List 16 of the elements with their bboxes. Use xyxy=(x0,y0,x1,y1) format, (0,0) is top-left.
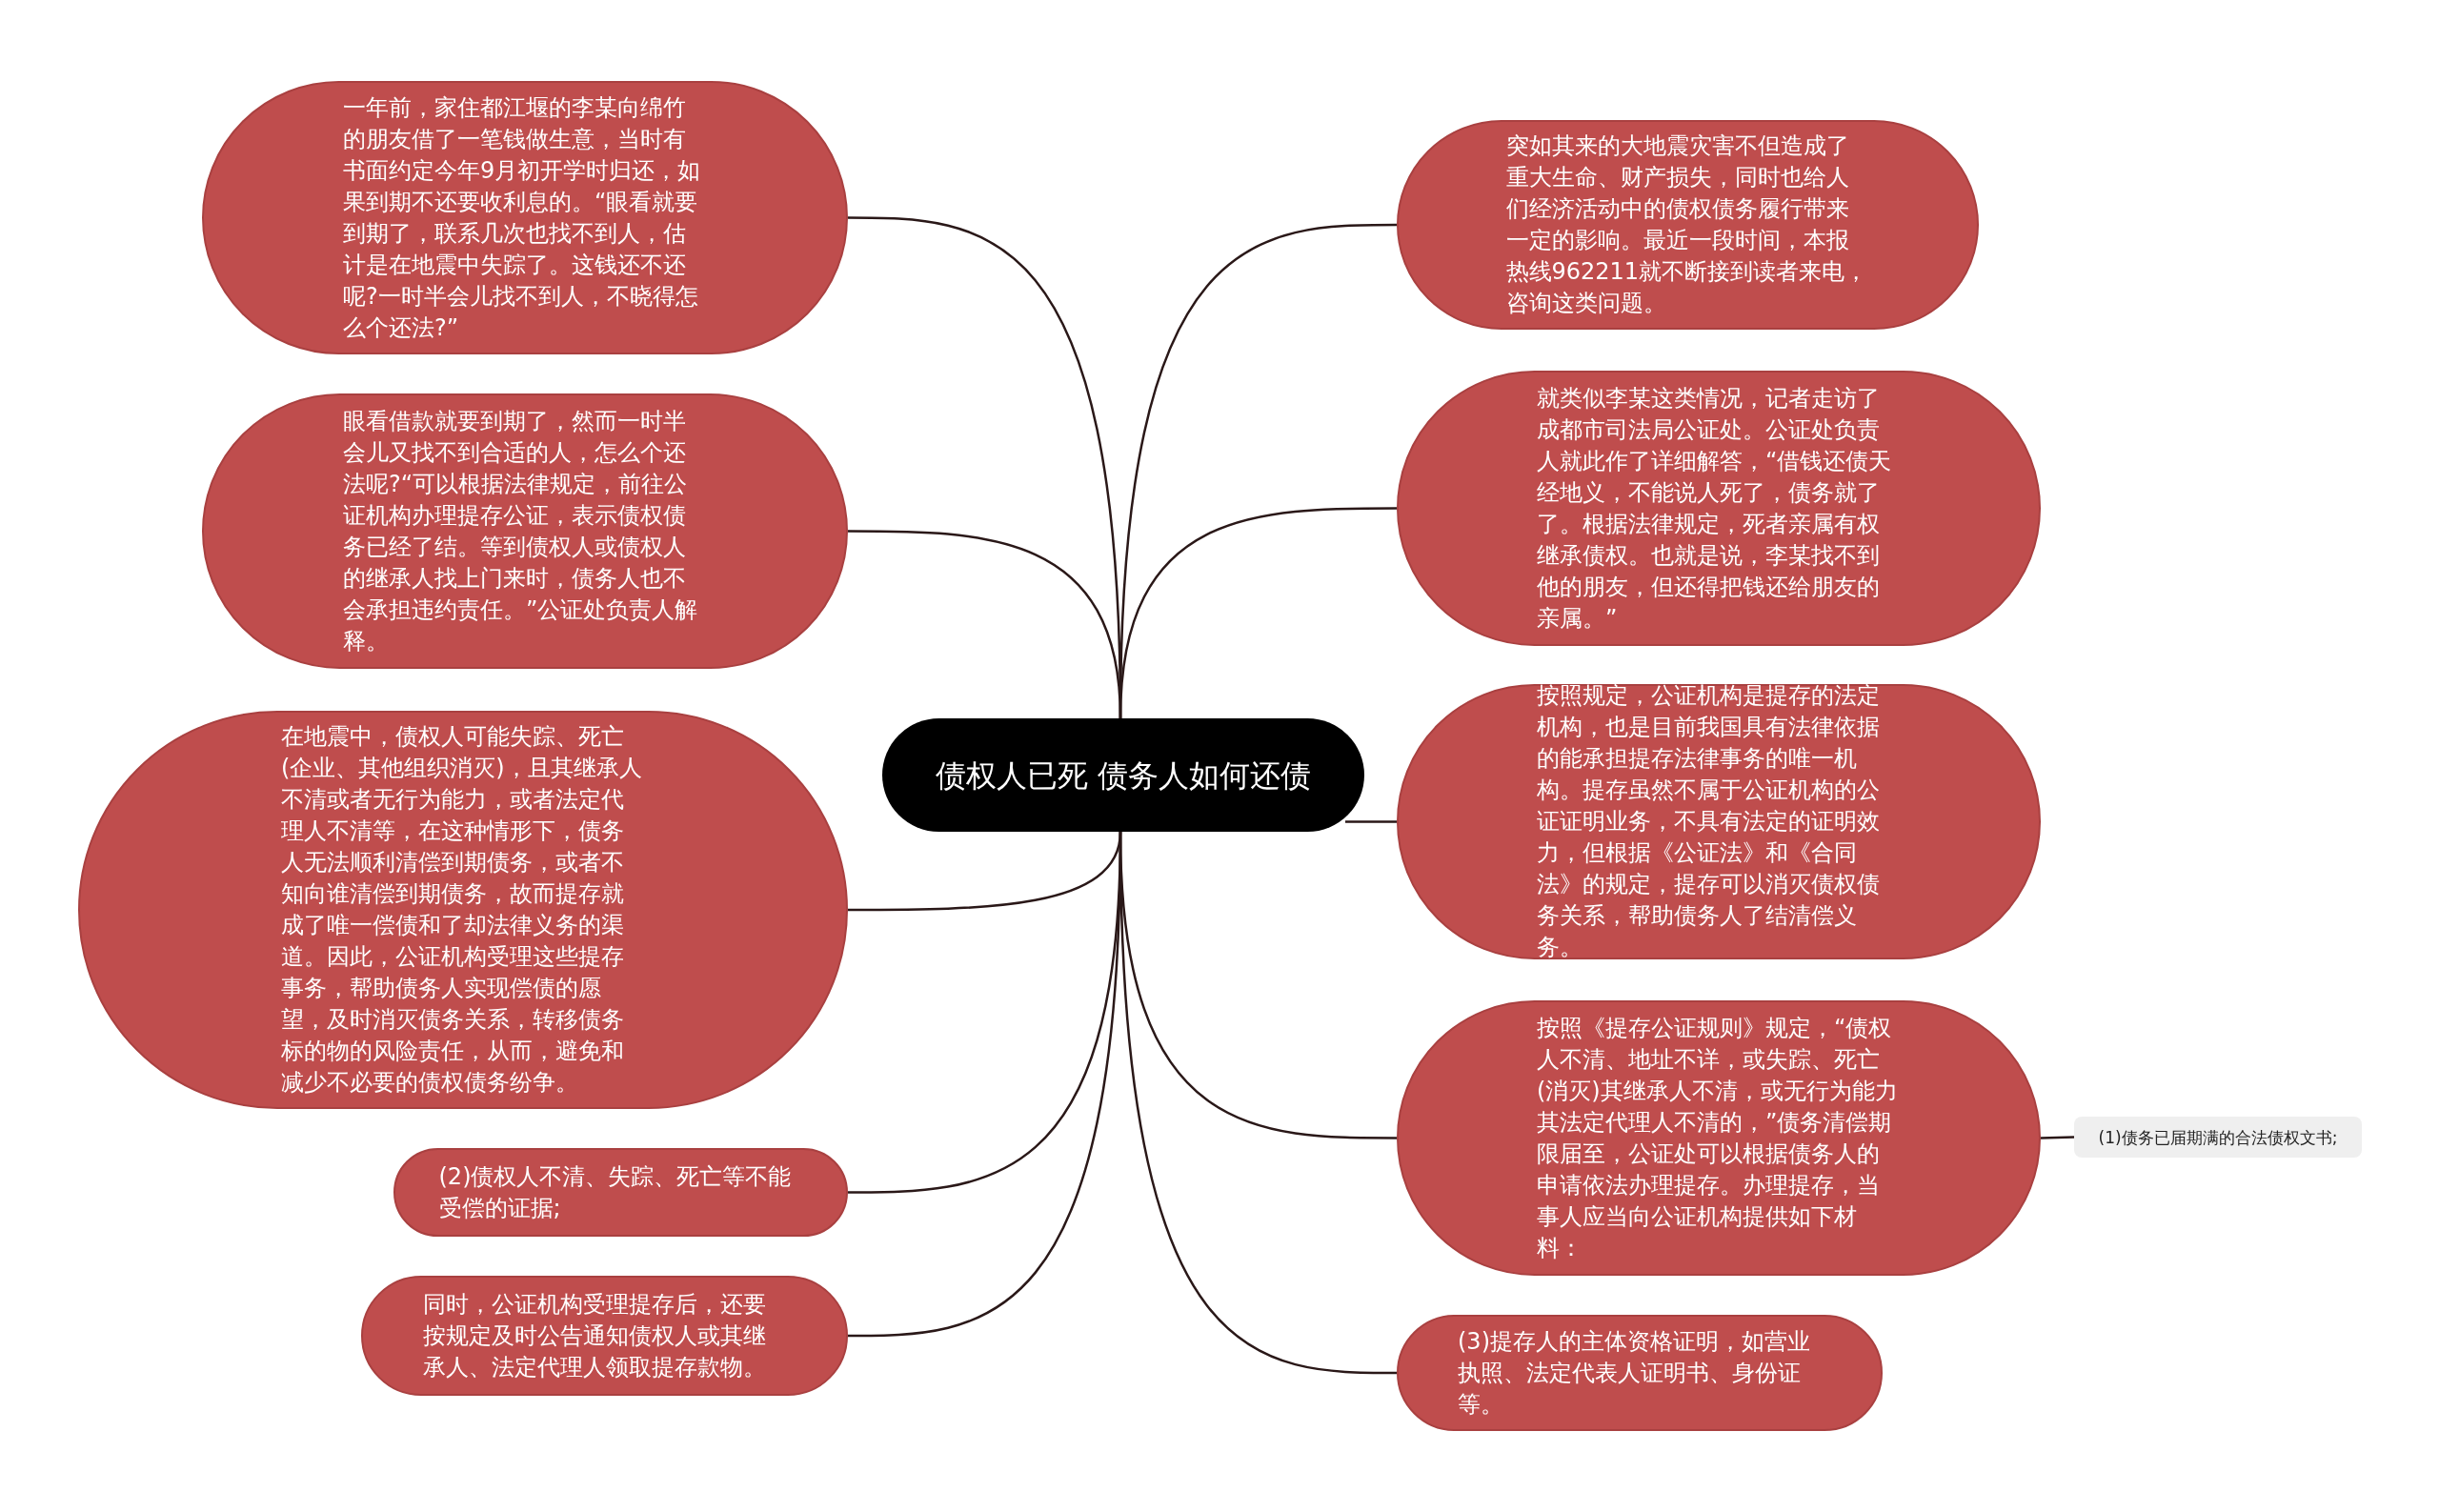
connector-line xyxy=(1345,820,1397,823)
topic-bubble: (2)债权人不清、失踪、死亡等不能受偿的证据; xyxy=(393,1148,848,1237)
connector-line xyxy=(2040,1136,2075,1139)
topic-bubble: 按照《提存公证规则》规定，“债权人不清、地址不详，或失踪、死亡(消灭)其继承人不清，或无行为能力其法定代理人不清的，”债务清偿期限届至，公证处可以根据债务人的申请依法办理提存。办理提存，当事人应当向公证机构提供如下材料： xyxy=(1397,1000,2041,1276)
topic-bubble: 在地震中，债权人可能失踪、死亡(企业、其他组织消灭)，且其继承人不清或者无行为能力，或者法定代理人不清等，在这种情形下，债务人无法顺利清偿到期债务，或者不知向谁清偿到期债务，故而提存就成了唯一偿债和了却法律义务的渠道。因此，公证机构受理这些提存事务，帮助债务人实现偿债的愿望，及时消灭债务关系，转移债务标的物的风险责任，从而，避免和减少不必要的债权债务纷争。 xyxy=(78,711,848,1109)
topic-bubble: 突如其来的大地震灾害不但造成了重大生命、财产损失，同时也给人们经济活动中的债权债务履行带来一定的影响。最近一段时间，本报热线962211就不断接到读者来电，咨询这类问题。 xyxy=(1397,120,1979,330)
topic-bubble: (3)提存人的主体资格证明，如营业执照、法定代表人证明书、身份证等。 xyxy=(1397,1315,1883,1431)
topic-bubble: 同时，公证机构受理提存后，还要按规定及时公告通知债权人或其继承人、法定代理人领取提存款物。 xyxy=(361,1276,848,1396)
topic-bubble: 按照规定，公证机构是提存的法定机构，也是目前我国具有法律依据的能承担提存法律事务的唯一机构。提存虽然不属于公证机构的公证证明业务，不具有法定的证明效力，但根据《公证法》和《合同法》的规定，提存可以消灭债权债务关系，帮助债务人了结清偿义务。 xyxy=(1397,684,2041,959)
connector-line xyxy=(1119,507,1397,719)
subtopic-label: (1)债务已届期满的合法债权文书; xyxy=(2074,1117,2362,1158)
topic-bubble: 一年前，家住都江堰的李某向绵竹的朋友借了一笔钱做生意，当时有书面约定今年9月初开学时归还，如果到期不还要收利息的。“眼看就要到期了，联系几次也找不到人，估计是在地震中失踪了。这钱还不还呢?一时半会儿找不到人，不晓得怎么个还法?” xyxy=(202,81,848,354)
connector-line xyxy=(1119,831,1397,1375)
topic-bubble: 就类似李某这类情况，记者走访了成都市司法局公证处。公证处负责人就此作了详细解答，“借钱还债天经地义，不能说人死了，债务就了了。根据法律规定，死者亲属有权继承债权。也就是说，李某找不到他的朋友，但还得把钱还给朋友的亲属。” xyxy=(1397,371,2041,646)
central-topic: 债权人已死 债务人如何还债 xyxy=(882,718,1364,832)
topic-bubble: 眼看借款就要到期了，然而一时半会儿又找不到合适的人，怎么个还法呢?“可以根据法律规定，前往公证机构办理提存公证，表示债权债务已经了结。等到债权人或债权人的继承人找上门来时，债务人也不会承担违约责任。”公证处负责人解释。 xyxy=(202,393,848,669)
